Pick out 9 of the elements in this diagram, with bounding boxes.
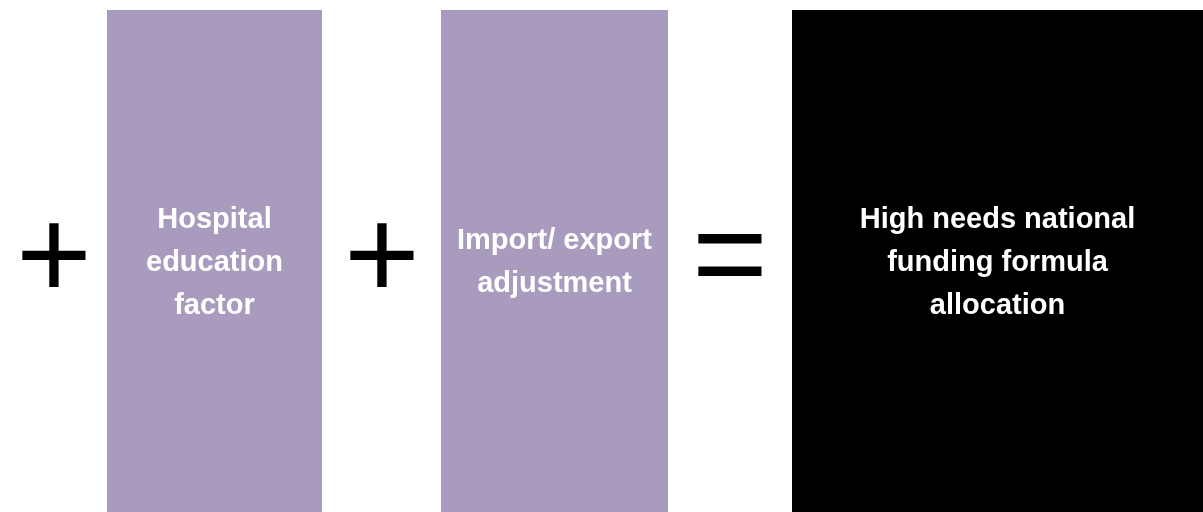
box-text: Hospital education factor (145, 200, 284, 322)
operator-sign: + (15, 188, 93, 318)
box-text: High needs national funding formula allocation (858, 200, 1137, 322)
factor-box (792, 10, 1203, 512)
operator-sign: + (343, 188, 421, 318)
box-text: Import/ export adjustment (456, 222, 653, 300)
factor-box (107, 10, 322, 512)
operator-sign: = (691, 188, 769, 318)
factor-box (441, 10, 668, 512)
